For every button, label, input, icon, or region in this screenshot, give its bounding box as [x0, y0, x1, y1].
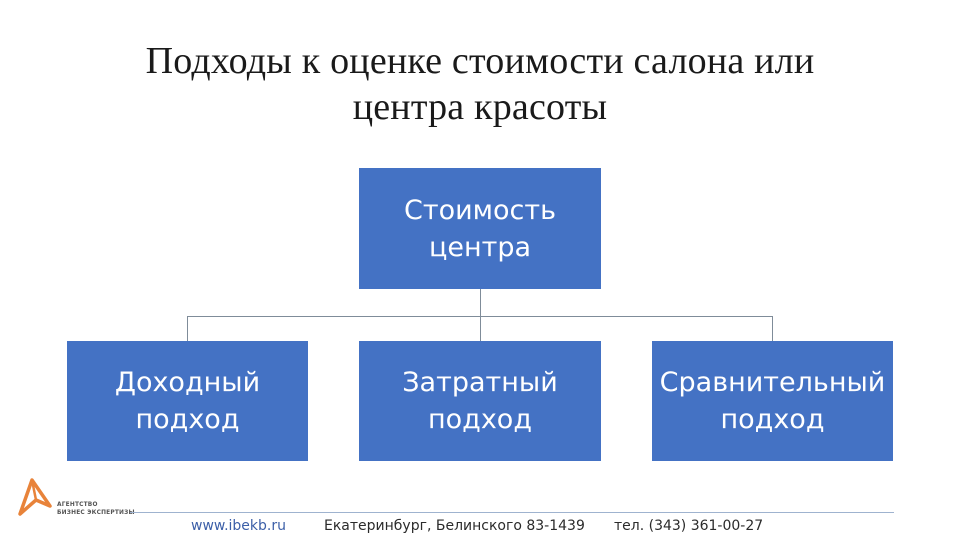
footer-divider — [130, 512, 894, 513]
connector-right-vertical — [772, 316, 773, 341]
footer-address: Екатеринбург, Белинского 83-1439 — [324, 518, 585, 534]
connector-middle-vertical — [480, 316, 481, 341]
comparative-approach-line-2: подход — [720, 404, 825, 435]
income-approach-line-2: подход — [135, 404, 240, 435]
slide-title: Подходы к оценке стоимости салона или це… — [60, 38, 900, 130]
slide-title-line-1: Подходы к оценке стоимости салона или — [145, 40, 815, 82]
cost-approach-line-1: Затратный — [402, 367, 558, 398]
slide-title-line-2: центра красоты — [352, 86, 608, 128]
comparative-approach-box: Сравнительный подход — [652, 341, 893, 461]
connector-root-vertical — [480, 289, 481, 316]
cost-approach-box: Затратный подход — [359, 341, 601, 461]
footer-phone: тел. (343) 361-00-27 — [614, 518, 764, 534]
logo-text-line-2: БИЗНЕС ЭКСПЕРТИЗЫ — [57, 508, 135, 516]
logo-text-line-1: АГЕНТСТВО — [57, 500, 98, 508]
root-node-box: Стоимость центра — [359, 168, 601, 289]
cost-approach-line-2: подход — [427, 404, 532, 435]
connector-left-vertical — [187, 316, 188, 341]
logo-mark-icon — [18, 478, 52, 516]
comparative-approach-line-1: Сравнительный — [659, 367, 886, 398]
footer-website-link[interactable]: www.ibekb.ru — [191, 518, 286, 534]
root-node-line-1: Стоимость — [403, 194, 557, 226]
income-approach-line-1: Доходный — [114, 367, 261, 398]
root-node-line-2: центра — [428, 231, 532, 263]
income-approach-box: Доходный подход — [67, 341, 308, 461]
agency-logo: АГЕНТСТВО БИЗНЕС ЭКСПЕРТИЗЫ — [14, 476, 135, 520]
